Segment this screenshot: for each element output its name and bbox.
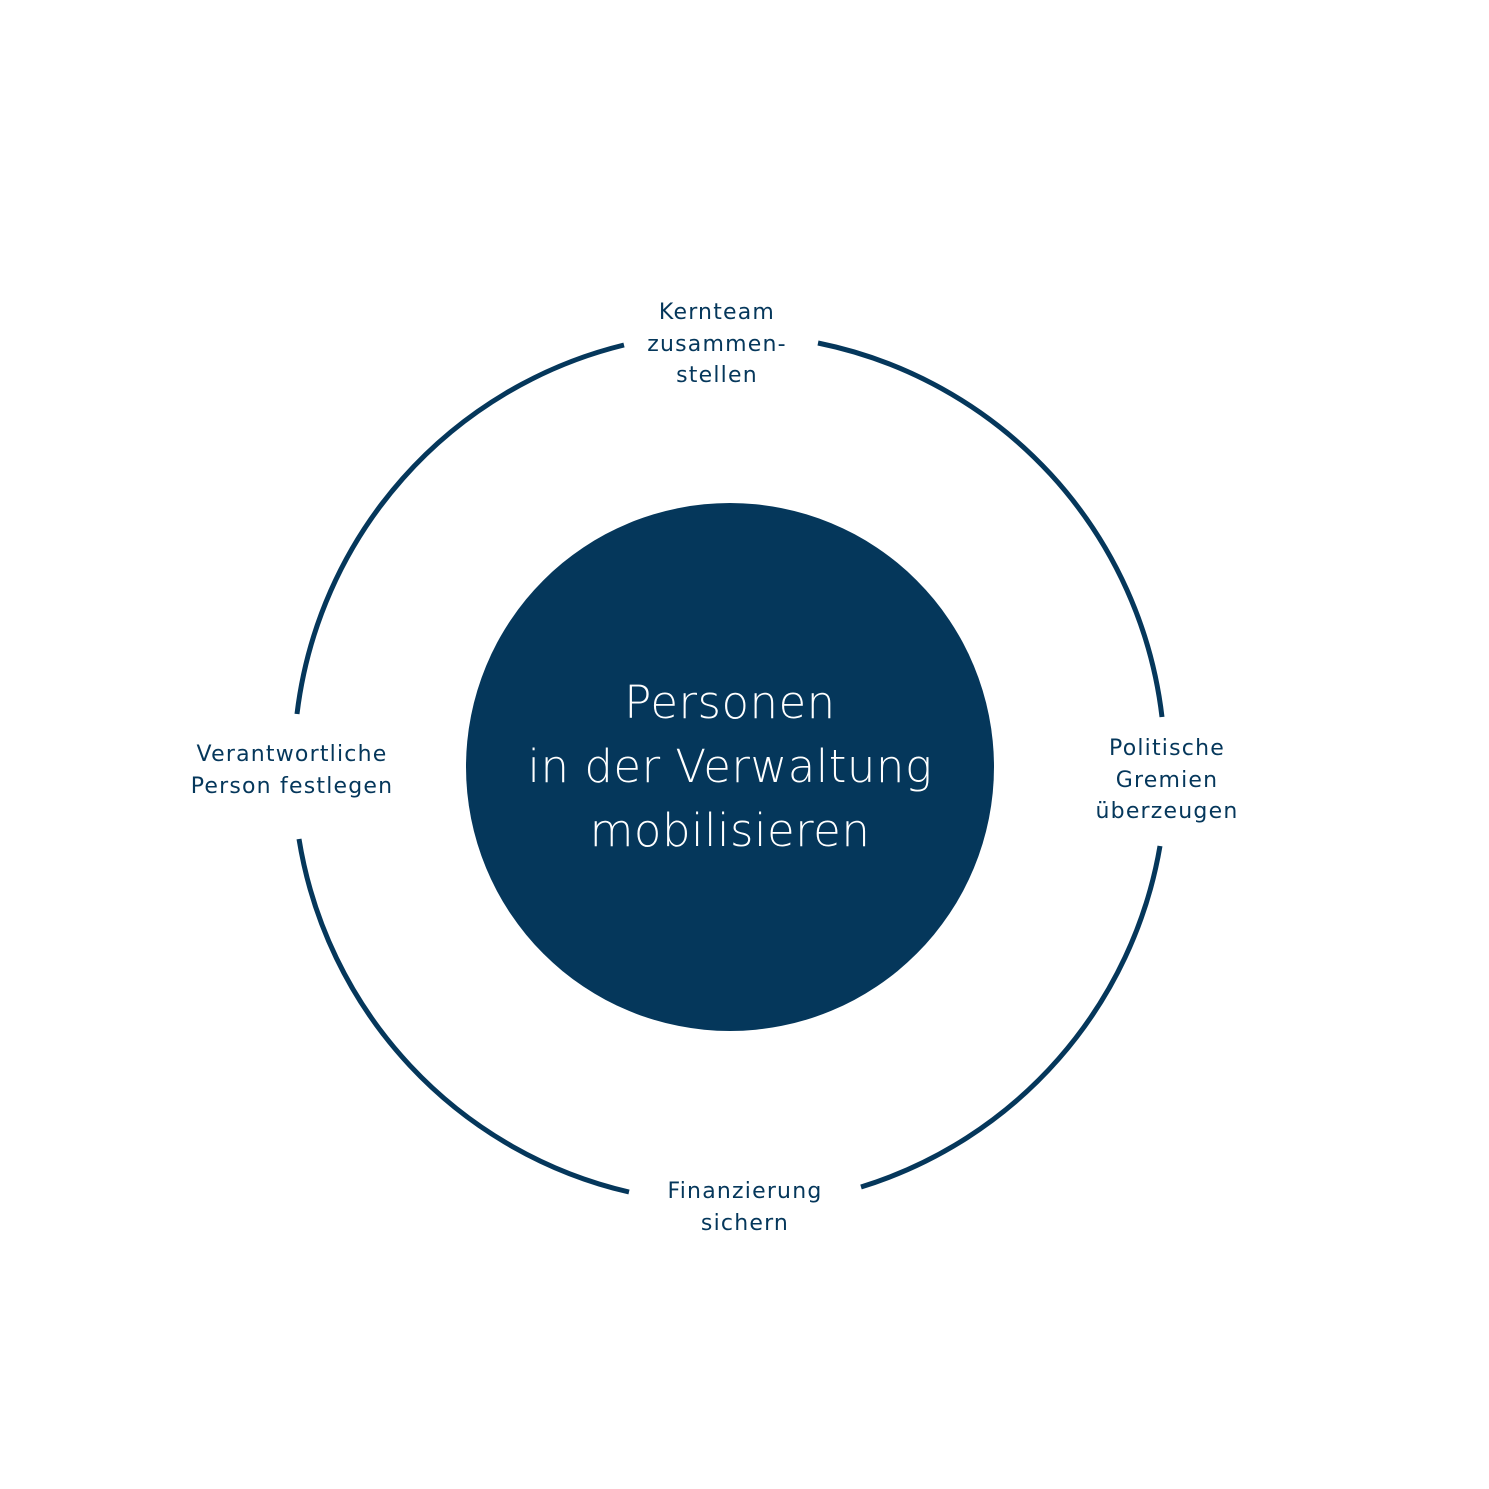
step-label-line: Finanzierung xyxy=(667,1179,823,1204)
step-label-finanzierung: Finanzierung sichern xyxy=(640,1176,850,1239)
step-label-line: Person festlegen xyxy=(190,773,394,799)
step-label-line: stellen xyxy=(676,363,758,388)
center-circle xyxy=(466,503,994,1031)
center-title-line-2: in der Verwaltung xyxy=(527,740,933,793)
step-label-gremien: Politische Gremien überzeugen xyxy=(1077,733,1257,828)
ring-arc-bottom-left xyxy=(296,838,630,1195)
step-label-line: Gremien xyxy=(1115,767,1219,793)
step-label-line: sichern xyxy=(700,1210,790,1236)
step-label-line: überzeugen xyxy=(1095,799,1239,824)
step-label-line: Verantwortliche xyxy=(196,742,388,767)
center-title-line-3: mobilisieren xyxy=(589,804,871,857)
step-label-verantwortliche-person: Verantwortliche Person festlegen xyxy=(167,739,417,802)
step-label-kernteam: Kernteam zusammen- stellen xyxy=(617,297,817,392)
center-title: Personen in der Verwaltung mobilisieren xyxy=(466,503,994,1031)
step-label-line: Politische xyxy=(1109,736,1225,761)
step-label-line: Kernteam xyxy=(658,300,776,325)
ring-arc-bottom-right xyxy=(860,845,1163,1190)
step-label-line: zusammen- xyxy=(647,331,787,357)
center-title-line-1: Personen xyxy=(624,676,836,729)
ring-arc-top-right xyxy=(817,340,1165,718)
ring-arc-top-left xyxy=(294,342,625,715)
